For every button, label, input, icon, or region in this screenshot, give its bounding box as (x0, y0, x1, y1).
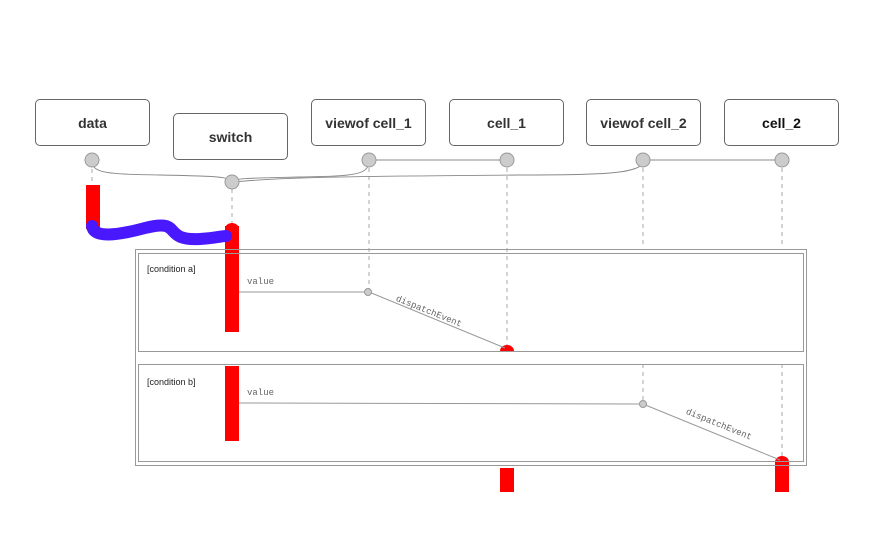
dep-viewofcell2-switch (233, 160, 644, 183)
condition-a-label: [condition a] (147, 264, 196, 274)
port-viewof-cell-2 (635, 152, 651, 168)
activation-data (86, 185, 100, 229)
msg-value-b (238, 402, 643, 405)
msg-dot-b (639, 400, 647, 408)
msg-dot-a (364, 288, 372, 296)
port-cell-1 (499, 152, 515, 168)
node-data: data (35, 99, 150, 146)
activation-cell-2 (775, 462, 789, 492)
msg-value-b-label: value (247, 388, 275, 398)
activation-cap-cell-1 (500, 345, 514, 351)
msg-dispatch-a (368, 291, 506, 349)
activation-switch-b (225, 366, 239, 441)
fragment-condition-b (138, 364, 804, 462)
node-switch: switch (173, 113, 288, 160)
transfer-flow (86, 219, 232, 246)
port-data (84, 152, 100, 168)
fragment-condition-a (138, 253, 804, 352)
port-viewof-cell-1 (361, 152, 377, 168)
node-cell-2: cell_2 (724, 99, 839, 146)
activation-cap-switch (225, 223, 239, 229)
alt-fragment (135, 249, 807, 466)
msg-value-a-label: value (247, 277, 275, 287)
node-viewof-cell-1: viewof cell_1 (311, 99, 426, 146)
dep-data-switch (91, 160, 233, 183)
condition-b-label: [condition b] (147, 377, 196, 387)
activation-switch-a (225, 226, 239, 332)
port-switch (224, 174, 240, 190)
node-viewof-cell-2: viewof cell_2 (586, 99, 701, 146)
activation-cap-cell-2 (775, 456, 789, 462)
node-cell-1: cell_1 (449, 99, 564, 146)
dep-viewofcell1-switch (231, 160, 370, 183)
msg-dispatch-b (642, 403, 781, 461)
port-cell-2 (774, 152, 790, 168)
activation-cell-1 (500, 468, 514, 492)
